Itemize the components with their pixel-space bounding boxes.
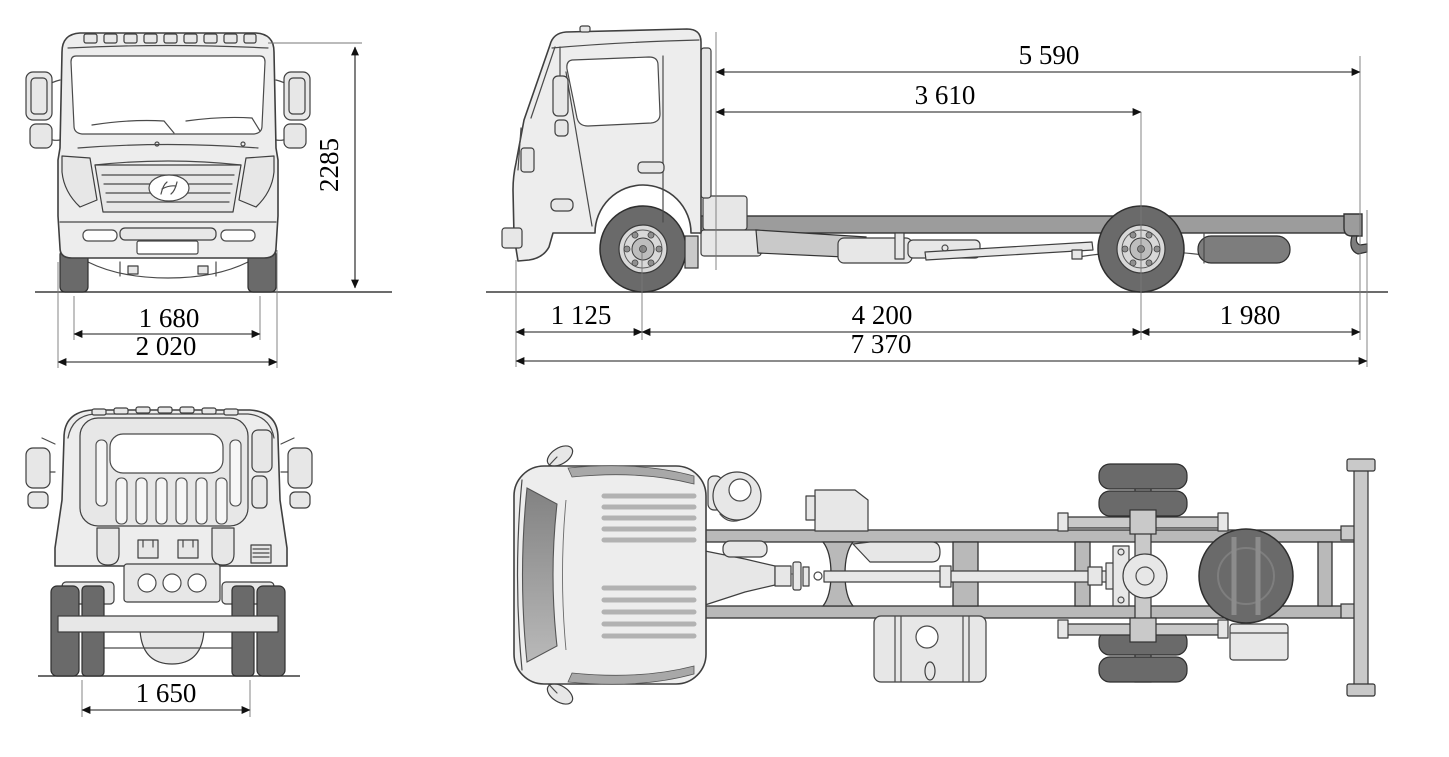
windshield [70,55,266,135]
rear-view [25,406,313,677]
rear-crossbar [57,615,279,633]
cab-top [513,445,707,705]
dim-overall-height: 2285 [314,138,344,192]
right-mirror-rear [280,437,313,509]
rear-bumper-bar [1340,458,1376,697]
rear-panel-slats [95,439,242,525]
wipers [91,116,261,134]
dim-overall-width: 2 020 [136,331,197,361]
dim-overall-length: 7 370 [851,329,912,359]
top-view [513,445,1376,705]
rear-window [109,433,224,474]
fuel-tank-top [873,615,987,683]
dim-front-overhang: 1 125 [551,300,612,330]
differential-top [1122,553,1168,599]
rear-view-dimensions: 1 650 [81,678,251,717]
dim-rear-overhang: 1 980 [1220,300,1281,330]
side-view [486,25,1388,293]
dim-rear-track: 1 650 [136,678,197,708]
driveshaft [924,241,1094,261]
air-tank [1197,235,1291,264]
door-handle [637,161,665,174]
right-mirror [275,71,311,149]
dim-wheelbase: 4 200 [852,300,913,330]
license-plate [136,240,199,255]
grille [94,164,242,213]
side-mirror [552,46,569,137]
front-wheel [599,205,687,293]
dim-front-track: 1 680 [139,303,200,333]
roof-ribs [601,493,697,639]
engine-box [805,489,869,532]
battery-box [1229,623,1289,661]
rear-axle-assembly [1057,463,1229,683]
differential [139,629,205,665]
front-view [25,32,392,293]
mud-flap [684,235,699,269]
spare-wheel [1198,528,1294,624]
hyundai-logo-icon [160,181,178,195]
frame-rail [699,215,1361,234]
front-bumper [59,221,277,255]
roof-marker-lights [67,33,269,49]
door-window [566,56,661,127]
left-mirror-rear [25,437,56,509]
dim-cab-to-rear-axle: 3 610 [915,80,976,110]
left-headlight [61,155,98,208]
vent-grate [250,544,272,564]
roof-marker-strip [91,406,239,416]
side-view-dimensions: 5 590 3 610 1 125 4 200 1 980 7 370 [515,32,1368,367]
windshield-top [521,487,558,663]
driveline [704,550,1127,606]
tow-hook [707,471,762,522]
right-headlight [238,155,275,208]
dim-cab-to-rear-end: 5 590 [1019,40,1080,70]
front-view-dimensions: 2285 1 680 2 020 [57,42,362,368]
left-mirror [25,71,61,149]
rear-hook [1350,235,1368,255]
